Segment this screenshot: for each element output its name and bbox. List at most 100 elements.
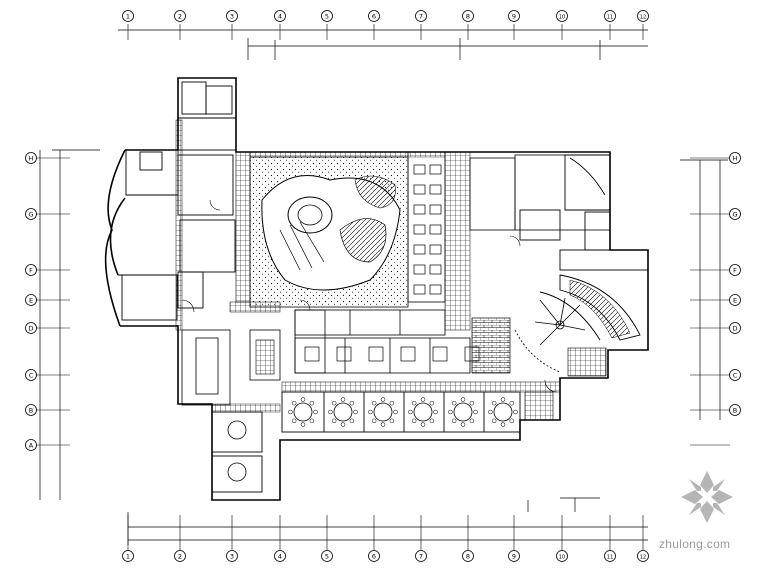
chair xyxy=(429,418,435,424)
chair xyxy=(309,400,315,406)
svg-text:11: 11 xyxy=(607,554,613,560)
chair xyxy=(328,409,333,415)
svg-text:4: 4 xyxy=(278,552,282,560)
south-private-rooms xyxy=(211,391,521,493)
svg-text:2: 2 xyxy=(178,552,182,560)
chair xyxy=(420,422,426,427)
chair xyxy=(288,409,293,415)
dining-table xyxy=(429,264,442,275)
round-table xyxy=(293,402,313,422)
chair xyxy=(393,409,398,415)
chair xyxy=(349,400,355,406)
booth-table xyxy=(304,346,320,362)
grid-bubble-right-E: E xyxy=(729,294,741,306)
dining-table xyxy=(429,184,442,195)
chair xyxy=(349,418,355,424)
svg-text:6: 6 xyxy=(372,552,376,560)
svg-text:F: F xyxy=(733,266,737,274)
svg-text:3: 3 xyxy=(230,12,234,20)
svg-text:G: G xyxy=(732,210,737,218)
grid-bubble-left-F: F xyxy=(25,264,37,276)
grid-bubble-top-3: 3 xyxy=(226,10,238,22)
chair xyxy=(500,422,506,427)
chair xyxy=(340,397,346,402)
dining-table xyxy=(413,184,426,195)
dining-table xyxy=(413,264,426,275)
svg-text:7: 7 xyxy=(419,12,423,20)
chair xyxy=(291,400,297,406)
svg-text:4: 4 xyxy=(278,12,282,20)
grid-bubble-bottom-9: 9 xyxy=(508,550,520,562)
chair xyxy=(513,409,518,415)
booth-table xyxy=(432,346,448,362)
chair xyxy=(331,400,337,406)
chair xyxy=(371,418,377,424)
round-table xyxy=(227,420,247,440)
svg-text:F: F xyxy=(29,266,33,274)
east-hatched-areas xyxy=(471,279,631,421)
chair xyxy=(460,422,466,427)
round-table xyxy=(453,402,473,422)
svg-text:10: 10 xyxy=(559,14,565,20)
chair xyxy=(509,400,515,406)
svg-text:E: E xyxy=(733,296,737,304)
svg-text:11: 11 xyxy=(607,14,613,20)
round-table xyxy=(413,402,433,422)
grid-bubble-left-H: H xyxy=(25,152,37,164)
grid-bubble-bottom-12: 12 xyxy=(637,550,649,562)
grid-bubble-right-C: C xyxy=(729,369,741,381)
chair xyxy=(340,422,346,427)
booth-table xyxy=(336,346,352,362)
grid-bubble-bottom-1: 1 xyxy=(122,550,134,562)
dining-table xyxy=(413,164,426,175)
grid-bubble-bottom-8: 8 xyxy=(462,550,474,562)
chair xyxy=(509,418,515,424)
grid-bubble-right-B: B xyxy=(729,404,741,416)
svg-text:5: 5 xyxy=(325,552,329,560)
grid-bubble-bottom-7: 7 xyxy=(415,550,427,562)
chair xyxy=(469,400,475,406)
feature-plant xyxy=(514,297,586,373)
grid-bubble-bottom-3: 3 xyxy=(226,550,238,562)
dining-table xyxy=(413,224,426,235)
chair xyxy=(433,409,438,415)
svg-text:2: 2 xyxy=(178,12,182,20)
svg-text:C: C xyxy=(733,371,738,379)
svg-text:1: 1 xyxy=(126,552,130,560)
grid-bubble-top-12: 12 xyxy=(637,10,649,22)
south-round-tables xyxy=(227,397,518,482)
svg-text:1: 1 xyxy=(126,12,130,20)
grid-bubble-top-8: 8 xyxy=(462,10,474,22)
chair xyxy=(411,418,417,424)
chair xyxy=(408,409,413,415)
svg-text:H: H xyxy=(29,154,34,162)
chair xyxy=(420,397,426,402)
svg-text:9: 9 xyxy=(512,12,516,20)
grid-bubble-bottom-2: 2 xyxy=(174,550,186,562)
round-table xyxy=(227,462,247,482)
grid-bubble-top-5: 5 xyxy=(321,10,333,22)
chair xyxy=(500,397,506,402)
dining-table xyxy=(429,244,442,255)
chair xyxy=(448,409,453,415)
dining-area-north xyxy=(407,151,611,303)
chair xyxy=(300,422,306,427)
svg-text:12: 12 xyxy=(640,14,646,20)
grid-bubble-top-11: 11 xyxy=(604,10,616,22)
svg-text:B: B xyxy=(733,406,737,414)
grid-bubble-top-4: 4 xyxy=(274,10,286,22)
grid-bubble-left-A: A xyxy=(25,439,37,451)
chair xyxy=(451,400,457,406)
chair xyxy=(491,400,497,406)
dining-table xyxy=(429,164,442,175)
svg-text:D: D xyxy=(732,324,737,332)
round-table xyxy=(333,402,353,422)
chair xyxy=(353,409,358,415)
svg-text:E: E xyxy=(29,296,33,304)
east-wing xyxy=(519,154,649,341)
svg-text:9: 9 xyxy=(512,552,516,560)
